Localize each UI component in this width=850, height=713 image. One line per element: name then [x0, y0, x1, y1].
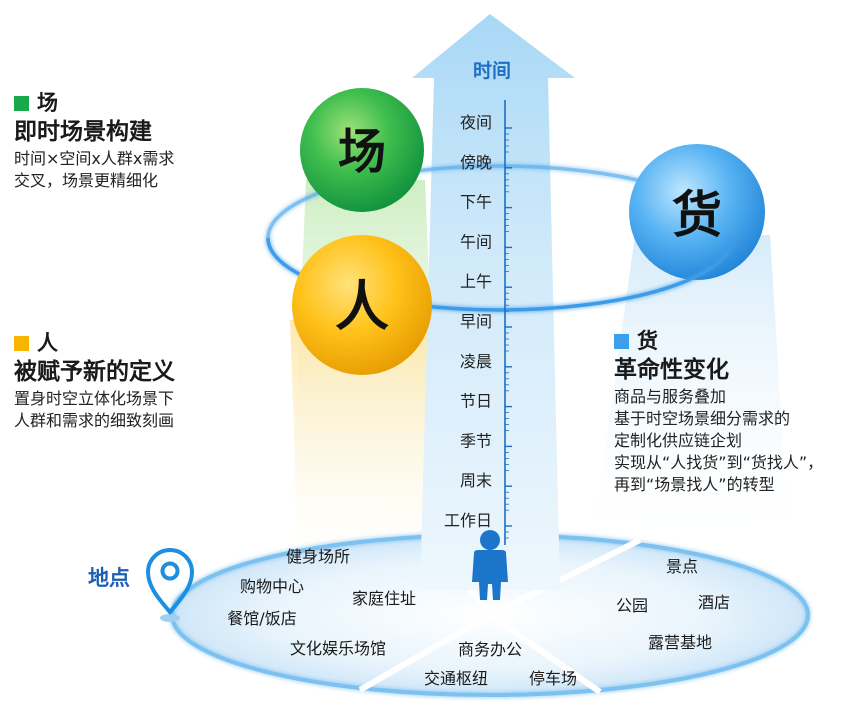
blue-square-icon [614, 334, 629, 349]
green-square-icon [14, 96, 29, 111]
place-item: 酒店 [698, 593, 730, 612]
huo-block-line: 定制化供应链企划 [614, 431, 743, 450]
ren-circle [292, 235, 432, 375]
place-item: 露营基地 [648, 633, 712, 652]
time-axis-label: 周末 [460, 471, 492, 490]
chang-block-subtitle: 即时场景构建 [14, 119, 152, 145]
place-item: 商务办公 [458, 640, 522, 659]
yellow-beam [290, 320, 430, 600]
time-axis-label: 凌晨 [460, 352, 492, 371]
place-item: 景点 [666, 557, 698, 576]
person-icon [472, 530, 508, 600]
huo-circle-label: 货 [672, 186, 722, 244]
time-axis-label: 早间 [460, 312, 492, 331]
time-axis-label: 节日 [460, 392, 492, 411]
huo-block-title: 货 [637, 329, 658, 353]
place-label: 地点 [88, 566, 130, 590]
chang-circle [300, 88, 424, 212]
place-item: 交通枢纽 [424, 669, 488, 688]
map-pin-icon [145, 548, 195, 622]
place-item: 购物中心 [240, 577, 304, 596]
time-axis-label: 夜间 [460, 113, 492, 132]
ren-block-line: 置身时空立体化场景下 [14, 389, 175, 408]
huo-block-subtitle: 革命性变化 [614, 357, 729, 383]
time-axis-label: 下午 [460, 193, 492, 212]
chang-block-line: 交叉，场景更精细化 [14, 171, 159, 190]
chang-block-head: 场 [14, 90, 174, 117]
time-axis-label: 傍晚 [460, 153, 492, 172]
huo-block-line: 商品与服务叠加 [614, 387, 727, 406]
time-axis-title: 时间 [473, 60, 511, 82]
ren-block-subtitle: 被赋予新的定义 [14, 359, 175, 385]
place-item: 停车场 [529, 669, 577, 688]
blue-beam [590, 235, 790, 560]
place-item: 健身场所 [286, 547, 350, 566]
time-axis-label: 工作日 [444, 511, 492, 530]
place-item: 文化娱乐场馆 [290, 639, 386, 658]
huo-block-line: 基于时空场景细分需求的 [614, 409, 791, 428]
ren-circle-label: 人 [335, 275, 389, 338]
place-item: 家庭住址 [352, 589, 416, 608]
huo-block: 货 革命性变化 商品与服务叠加 基于时空场景细分需求的 定制化供应链企划 实现从… [614, 328, 823, 496]
chang-block: 场 即时场景构建 时间×空间x人群x需求 交叉，场景更精细化 [14, 90, 174, 192]
time-axis-label: 午间 [460, 232, 492, 251]
huo-block-head: 货 [614, 328, 823, 355]
orbit-ring-front [266, 237, 734, 312]
ren-block-line: 人群和需求的细致刻画 [14, 411, 175, 430]
ren-block-title: 人 [37, 331, 58, 355]
chang-circle-label: 场 [338, 124, 386, 180]
time-arrow [412, 14, 575, 590]
huo-block-line: 实现从“人找货”到“货找人”， [614, 453, 824, 472]
place-item: 公园 [616, 596, 648, 615]
place-item: 餐馆/饭店 [227, 609, 296, 628]
chang-block-title: 场 [37, 91, 58, 115]
time-axis-label: 季节 [460, 431, 492, 450]
chang-block-line: 时间×空间x人群x需求 [14, 149, 175, 168]
yellow-square-icon [14, 336, 29, 351]
ren-block-head: 人 [14, 330, 175, 357]
huo-block-line: 再到“场景找人”的转型 [614, 475, 775, 494]
time-axis-label: 上午 [460, 272, 492, 291]
ren-block: 人 被赋予新的定义 置身时空立体化场景下 人群和需求的细致刻画 [14, 330, 175, 432]
